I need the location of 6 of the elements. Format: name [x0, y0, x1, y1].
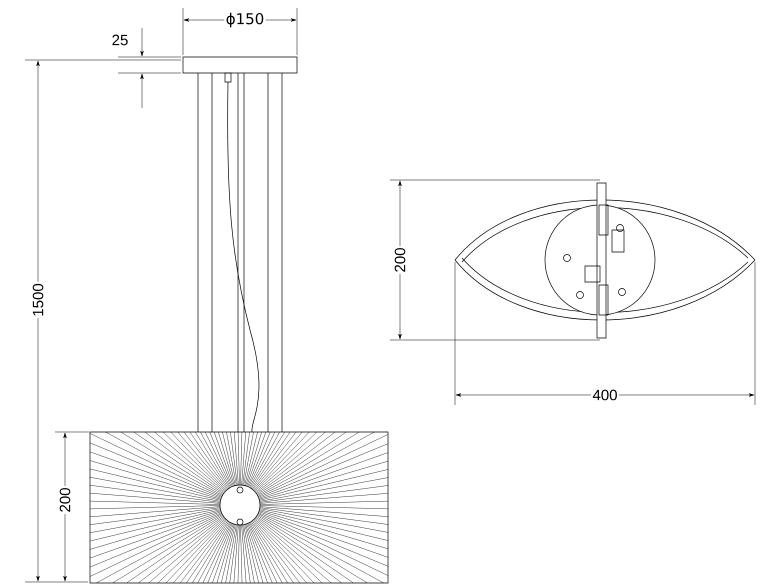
dimension-value: 25 — [110, 33, 130, 47]
dimension-value: ϕ150 — [224, 11, 266, 29]
dimension-value: 200 — [58, 486, 72, 514]
dimension-value: 1500 — [31, 282, 45, 318]
dimension-value: 200 — [393, 246, 407, 274]
dimension-value: 400 — [590, 388, 620, 402]
